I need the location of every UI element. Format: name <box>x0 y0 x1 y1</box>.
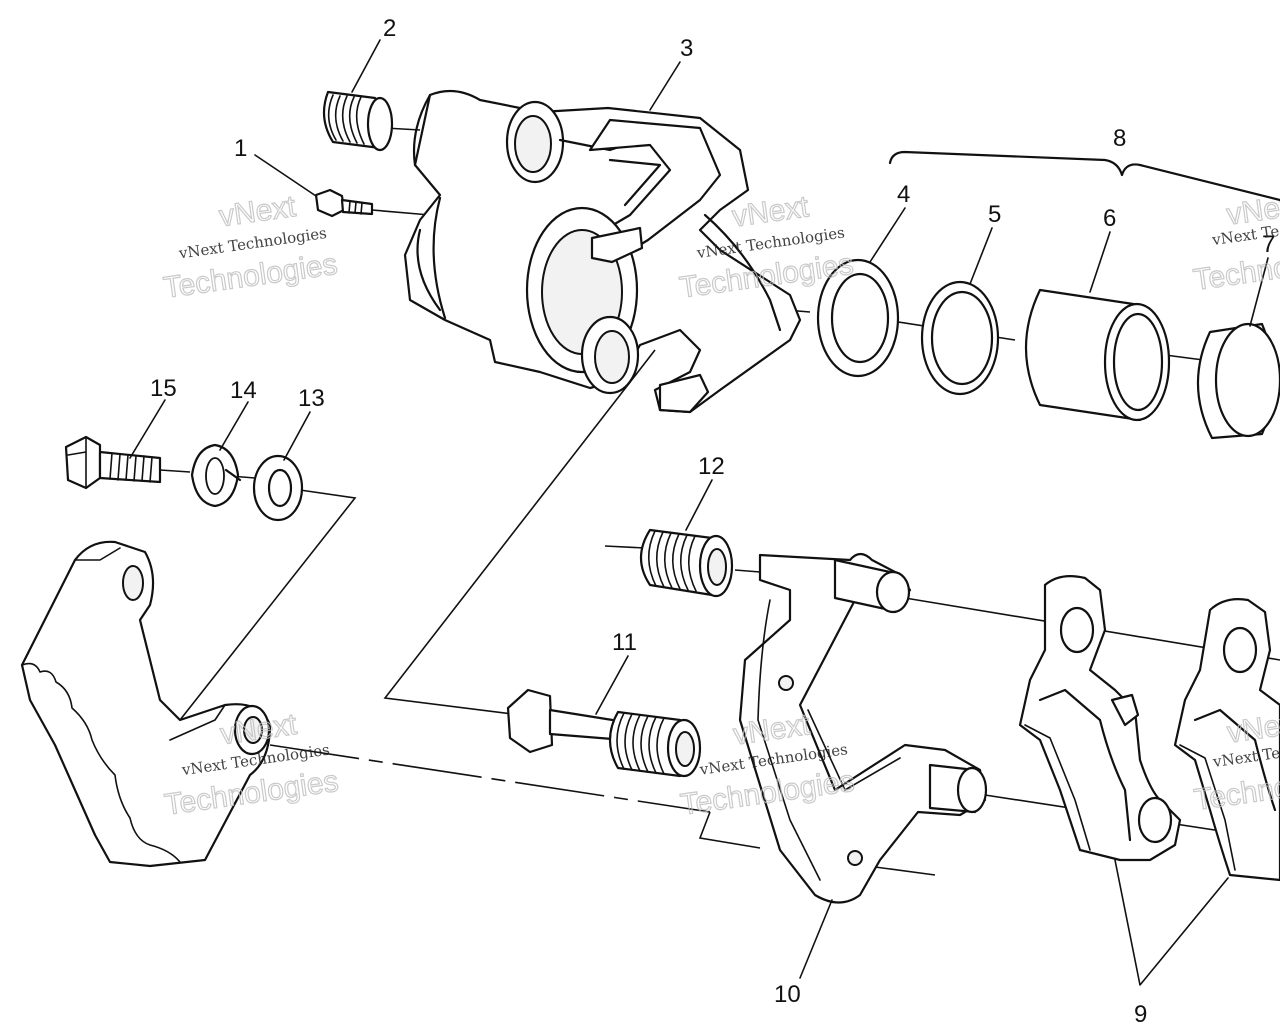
label-part-10: 10 <box>774 981 801 1008</box>
label-part-11: 11 <box>612 629 637 656</box>
part-7-cap <box>1196 322 1280 440</box>
part-10-mounting-bracket <box>738 552 988 904</box>
part-11-guide-pin <box>506 688 702 778</box>
label-part-8: 8 <box>1113 125 1126 152</box>
part-5-seal-ring <box>920 280 1000 396</box>
label-part-1: 1 <box>234 135 247 162</box>
label-part-12: 12 <box>698 453 725 480</box>
label-part-5: 5 <box>988 201 1001 228</box>
label-part-15: 15 <box>150 375 177 402</box>
leader-lines <box>129 39 1269 986</box>
part-labels: 2 1 3 8 4 5 6 7 15 14 13 12 11 10 9 <box>150 15 1275 1024</box>
label-part-13: 13 <box>298 385 325 412</box>
part-9-brake-pad-a <box>1018 575 1182 862</box>
label-part-4: 4 <box>897 181 910 208</box>
watermark-vnext-1: vNext <box>217 190 298 233</box>
part-6-piston <box>1024 288 1171 422</box>
part-12-spring <box>639 528 734 598</box>
part-3-caliper-body <box>403 89 802 414</box>
part-15-bolt <box>64 435 162 490</box>
part-1-bleeder-valve <box>314 188 374 218</box>
label-part-2: 2 <box>383 15 396 42</box>
part-2-threaded-plug <box>322 90 394 152</box>
label-part-7: 7 <box>1262 231 1275 258</box>
spindle-knuckle <box>20 540 272 868</box>
bracket-8 <box>888 150 1280 202</box>
part-13-washer <box>252 454 304 522</box>
label-part-9: 9 <box>1134 1001 1147 1024</box>
label-part-6: 6 <box>1103 205 1116 232</box>
part-14-lock-washer <box>190 443 242 508</box>
label-part-14: 14 <box>230 377 257 404</box>
label-part-3: 3 <box>680 35 693 62</box>
part-9-brake-pad-b <box>1173 598 1280 882</box>
watermark-vnext-2: vNext <box>730 190 811 233</box>
part-4-seal-ring <box>816 258 900 378</box>
